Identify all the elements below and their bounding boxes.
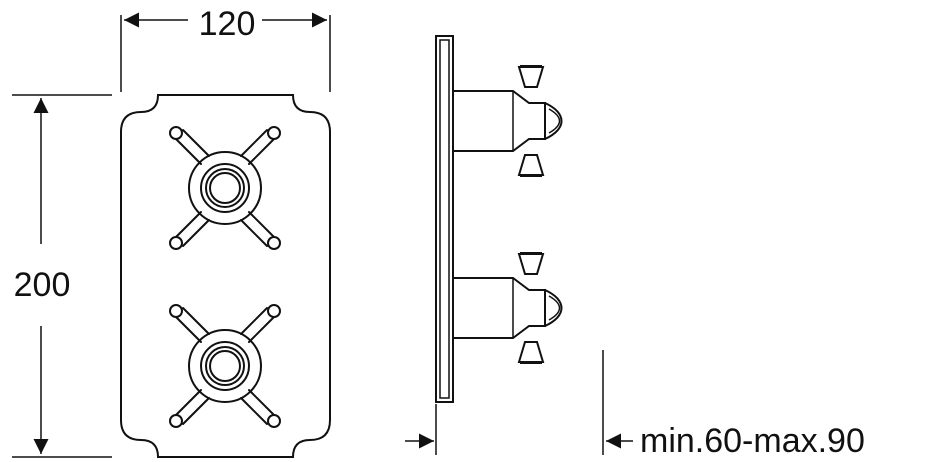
front-view xyxy=(120,94,331,458)
height-dimension-label: 200 xyxy=(14,266,71,304)
dimension-lines xyxy=(12,12,633,458)
depth-dimension-label: min.60-max.90 xyxy=(640,422,865,460)
side-view xyxy=(435,35,563,403)
lower-cross-handle xyxy=(169,304,281,428)
upper-cross-handle xyxy=(169,126,281,250)
width-dimension-label: 120 xyxy=(199,5,256,43)
lower-side-handle xyxy=(452,252,563,364)
upper-side-handle xyxy=(452,65,563,177)
side-plate-outline xyxy=(435,35,454,403)
front-plate-outline xyxy=(120,94,331,458)
